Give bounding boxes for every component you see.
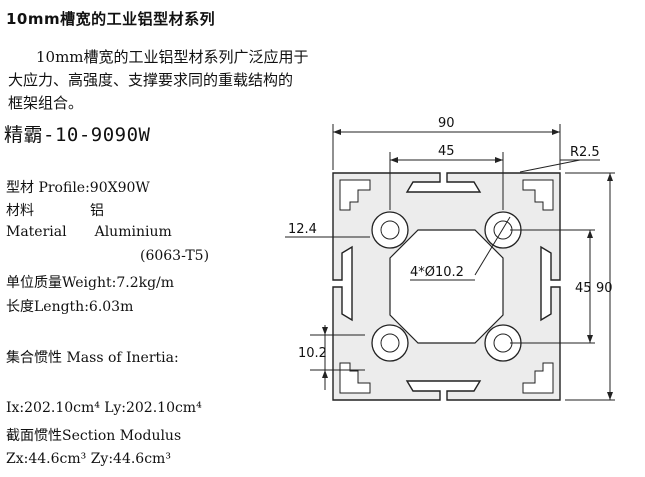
spec-material-en-label: Material xyxy=(6,224,67,240)
dim-height-total: 90 xyxy=(596,281,613,296)
spec-material-cn: 材料 铝 xyxy=(6,200,104,220)
dim-width-total: 90 xyxy=(438,116,455,131)
spec-material-en: Material Aluminium xyxy=(6,224,172,240)
hole-bottom-left xyxy=(371,324,409,362)
spec-inertia-title: 集合惯性 Mass of Inertia: xyxy=(6,350,179,366)
page-title: 10mm槽宽的工业铝型材系列 xyxy=(6,10,216,28)
dim-width-slot: 45 xyxy=(438,144,455,159)
spec-material-en-value: Aluminium xyxy=(94,224,172,240)
intro-line-2: 大应力、高强度、支撑要求同的重载结构的 xyxy=(8,71,294,89)
dimension-lines xyxy=(285,124,615,401)
spec-length: 长度Length:6.03m xyxy=(6,299,134,315)
profile-body xyxy=(332,172,561,401)
intro-line-3: 框架组合。 xyxy=(8,94,84,112)
dim-slot-width: 12.4 xyxy=(288,222,317,237)
dim-slot-depth: 10.2 xyxy=(298,346,327,361)
spec-material-cn-label: 材料 xyxy=(6,203,34,219)
spec-section-title: 截面惯性Section Modulus xyxy=(6,428,182,444)
spec-material-cn-value: 铝 xyxy=(90,203,104,219)
spec-alloy: (6063-T5) xyxy=(140,248,210,264)
intro-line-1: 10mm槽宽的工业铝型材系列广泛应用于 xyxy=(36,48,309,66)
model-name: 精霸-10-9090W xyxy=(4,124,151,146)
spec-weight: 单位质量Weight:7.2kg/m xyxy=(6,275,175,291)
dimension-arrows xyxy=(322,129,613,400)
profile-drawing: 90 45 R2.5 12.4 4*Ø10.2 45 90 10.2 xyxy=(285,116,615,401)
spec-profile: 型材 Profile:90X90W xyxy=(6,180,150,196)
intro-paragraph: 10mm槽宽的工业铝型材系列广泛应用于 大应力、高强度、支撑要求同的重载结构的 … xyxy=(8,46,380,115)
hole-top-left xyxy=(371,211,409,249)
spec-inertia-values: Ix:202.10cm⁴ Ly:202.10cm⁴ xyxy=(6,400,202,416)
dim-radius: R2.5 xyxy=(570,145,600,160)
dim-holes: 4*Ø10.2 xyxy=(410,265,464,280)
dim-height-slot: 45 xyxy=(575,281,592,296)
spec-section-values: Zx:44.6cm³ Zy:44.6cm³ xyxy=(6,451,171,467)
